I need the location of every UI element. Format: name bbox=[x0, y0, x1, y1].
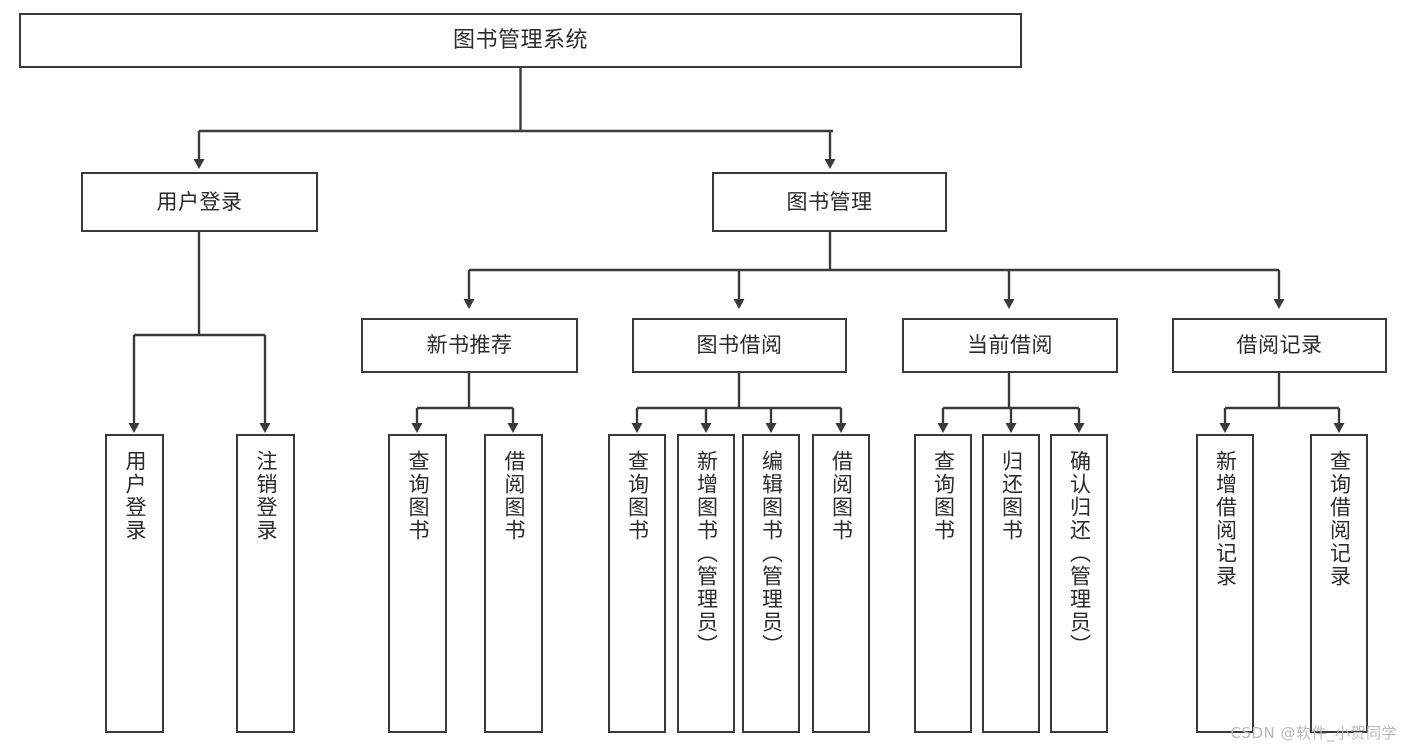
node-borrow-record[interactable]: 借阅记录 bbox=[1172, 318, 1387, 373]
node-label: 查询图书 bbox=[625, 450, 650, 542]
csdn-watermark: CSDN @软件_小贺同学 bbox=[1230, 724, 1397, 742]
node-label: 归还图书 bbox=[999, 450, 1024, 542]
leaf-new-book-query-book[interactable]: 查询图书 bbox=[388, 434, 447, 733]
node-label: 查询借阅记录 bbox=[1327, 450, 1352, 588]
node-label: 借阅记录 bbox=[1236, 333, 1323, 358]
node-label: 当前借阅 bbox=[967, 333, 1053, 358]
leaf-borrow-record-query-record[interactable]: 查询借阅记录 bbox=[1310, 434, 1368, 733]
leaf-current-borrow-return-book[interactable]: 归还图书 bbox=[982, 434, 1040, 733]
node-current-borrow[interactable]: 当前借阅 bbox=[902, 318, 1118, 373]
leaf-borrow-record-add-record[interactable]: 新增借阅记录 bbox=[1196, 434, 1254, 733]
node-book-management[interactable]: 图书管理 bbox=[712, 172, 947, 232]
leaf-book-borrow-edit-book-admin[interactable]: 编辑图书（管理员） bbox=[742, 434, 800, 733]
node-label: 查询图书 bbox=[406, 450, 431, 542]
node-label: 借阅图书 bbox=[829, 450, 854, 542]
leaf-user-login-login[interactable]: 用户登录 bbox=[105, 434, 164, 733]
node-label: 图书管理 bbox=[786, 189, 873, 214]
node-book-borrow[interactable]: 图书借阅 bbox=[632, 318, 847, 373]
node-label: 用户登录 bbox=[156, 189, 243, 214]
node-label: 确认归还（管理员） bbox=[1067, 450, 1092, 657]
node-new-book-recommend[interactable]: 新书推荐 bbox=[361, 318, 578, 373]
node-label: 新增图书（管理员） bbox=[694, 450, 719, 657]
leaf-book-borrow-query-book[interactable]: 查询图书 bbox=[608, 434, 666, 733]
leaf-current-borrow-confirm-return-admin[interactable]: 确认归还（管理员） bbox=[1050, 434, 1108, 733]
leaf-current-borrow-query-book[interactable]: 查询图书 bbox=[914, 434, 972, 733]
leaf-user-login-logout[interactable]: 注销登录 bbox=[236, 434, 295, 733]
node-label: 图书管理系统 bbox=[452, 27, 588, 53]
node-label: 用户登录 bbox=[123, 450, 148, 542]
node-label: 编辑图书（管理员） bbox=[759, 450, 784, 657]
node-label: 借阅图书 bbox=[502, 450, 527, 542]
leaf-new-book-borrow-book[interactable]: 借阅图书 bbox=[484, 434, 543, 733]
node-label: 注销登录 bbox=[254, 450, 279, 542]
node-label: 查询图书 bbox=[931, 450, 956, 542]
node-root-book-management-system[interactable]: 图书管理系统 bbox=[19, 13, 1022, 68]
node-user-login[interactable]: 用户登录 bbox=[81, 172, 318, 232]
leaf-book-borrow-add-book-admin[interactable]: 新增图书（管理员） bbox=[677, 434, 735, 733]
node-label: 新增借阅记录 bbox=[1213, 450, 1238, 588]
node-label: 图书借阅 bbox=[696, 333, 783, 358]
node-label: 新书推荐 bbox=[426, 333, 513, 358]
leaf-book-borrow-borrow-book[interactable]: 借阅图书 bbox=[812, 434, 870, 733]
